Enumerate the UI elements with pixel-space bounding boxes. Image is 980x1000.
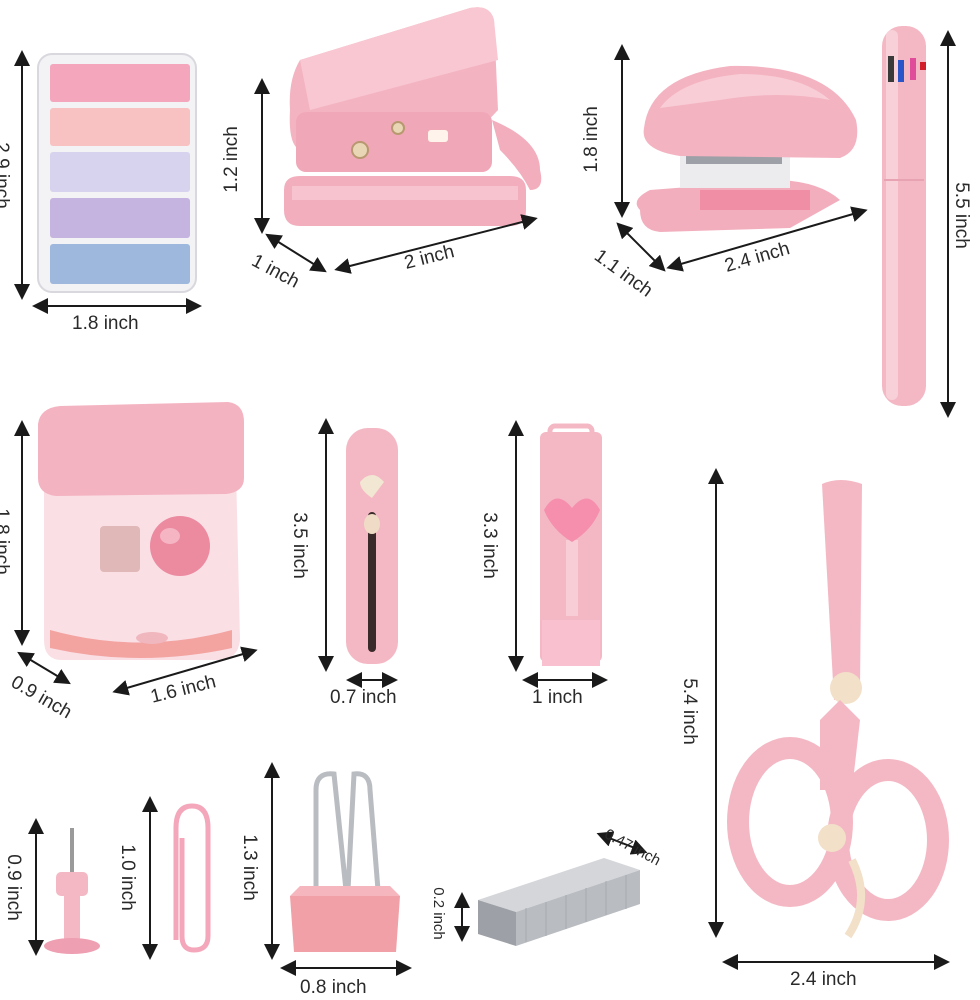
sticky-tab-4	[50, 198, 190, 238]
cutter-small-height-label: 3.5 inch	[288, 512, 310, 579]
multicolor-pen-image	[882, 26, 926, 406]
pencil-sharpener-image	[38, 402, 244, 660]
binder-clip-image	[290, 771, 400, 952]
hole-punch-height-label: 1.2 inch	[220, 126, 242, 193]
scissors-width-label: 2.4 inch	[790, 969, 857, 990]
push-pin-height-label: 0.9 inch	[2, 854, 24, 921]
sticky-tabs-height-label: 2.9 inch	[0, 142, 12, 209]
cutter-large-width-label: 1 inch	[532, 687, 583, 708]
paper-clip-height-label: 1.0 inch	[116, 844, 138, 911]
scissors-image	[727, 480, 949, 939]
small-box-cutter-image	[346, 428, 398, 664]
stapler-image	[636, 65, 858, 232]
stapler-height-label: 1.8 inch	[580, 106, 602, 173]
push-pin-image	[44, 828, 100, 954]
pen-height-label: 5.5 inch	[950, 182, 972, 249]
sticky-tab-3	[50, 152, 190, 192]
large-box-cutter-image	[540, 423, 602, 666]
stapler-depth-arrow	[616, 222, 666, 272]
binder-clip-width-label: 0.8 inch	[300, 977, 367, 998]
hole-punch-width-arrow	[334, 214, 538, 274]
cutter-small-width-label: 0.7 inch	[330, 687, 397, 708]
sharpener-depth-arrow	[17, 651, 71, 685]
hole-punch-depth-arrow	[265, 233, 327, 273]
staples-height-label: 0.2 inch	[429, 887, 447, 940]
binder-clip-height-label: 1.3 inch	[238, 834, 260, 901]
hole-punch-image	[284, 7, 542, 226]
sticky-tab-1	[50, 64, 190, 102]
scissors-height-label: 5.4 inch	[678, 678, 700, 745]
sticky-tabs-width-label: 1.8 inch	[72, 313, 139, 334]
paper-clip-image	[173, 803, 211, 953]
cutter-large-height-label: 3.3 inch	[478, 512, 500, 579]
staples-image	[478, 858, 640, 946]
sharpener-width-arrow	[112, 646, 258, 696]
sticky-tabs-image	[37, 53, 197, 293]
stapler-width-arrow	[666, 206, 868, 272]
sticky-tab-2	[50, 108, 190, 146]
staples-depth-arrow	[596, 831, 648, 855]
sharpener-height-label: 1.8 inch	[0, 508, 12, 575]
sticky-tab-5	[50, 244, 190, 284]
